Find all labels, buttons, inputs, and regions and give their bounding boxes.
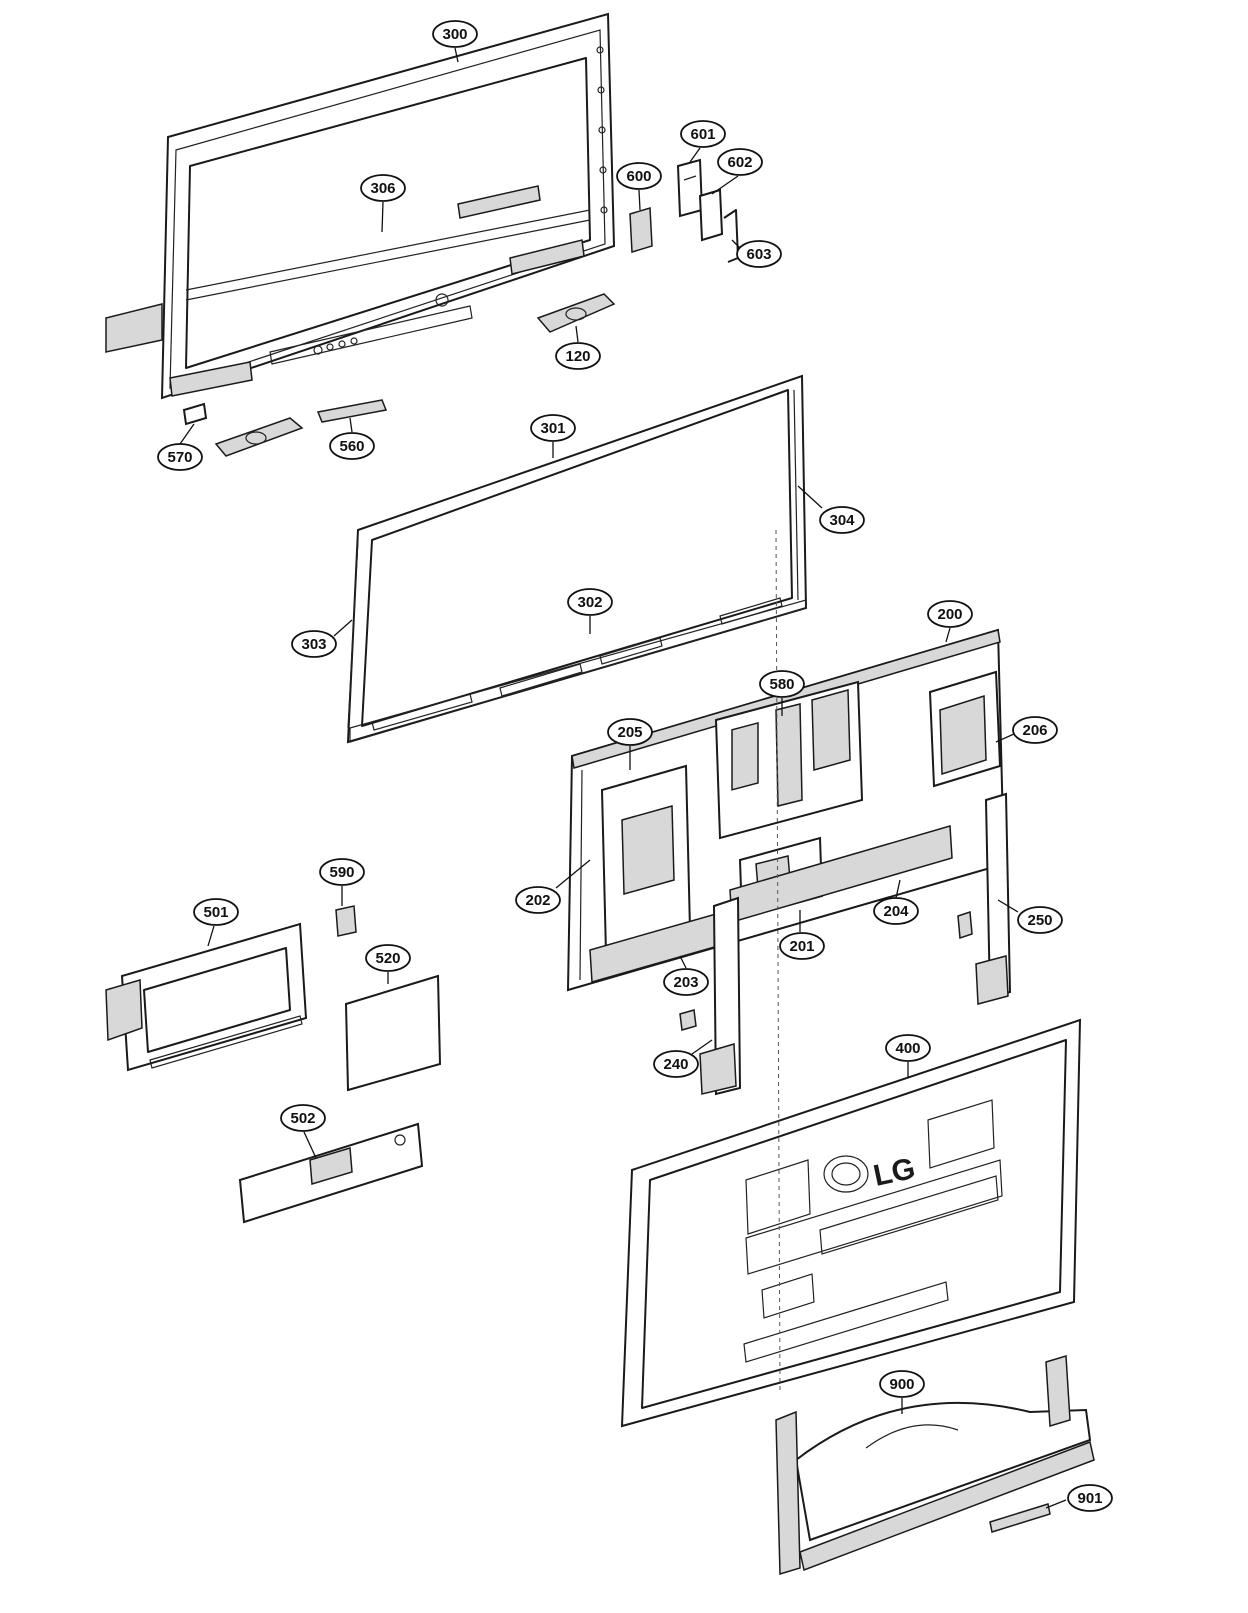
svg-text:300: 300: [442, 26, 467, 43]
board-601: [676, 158, 704, 218]
cover-901: [989, 1503, 1051, 1533]
svg-text:204: 204: [883, 903, 909, 920]
svg-text:580: 580: [769, 676, 794, 693]
svg-text:570: 570: [167, 449, 192, 466]
svg-text:901: 901: [1077, 1490, 1102, 1507]
front-bezel-300: [105, 12, 616, 400]
callout-520: 520: [365, 944, 411, 972]
callout-400: 400: [885, 1034, 931, 1062]
callout-602: 602: [717, 148, 763, 176]
svg-text:400: 400: [895, 1040, 920, 1057]
svg-text:203: 203: [673, 974, 698, 991]
callout-203: 203: [663, 968, 709, 996]
stand-900: [775, 1355, 1095, 1576]
inner-frame-301: [346, 374, 808, 744]
svg-text:600: 600: [626, 168, 651, 185]
svg-text:602: 602: [727, 154, 752, 171]
svg-text:200: 200: [937, 606, 962, 623]
callout-302: 302: [567, 588, 613, 616]
callout-300: 300: [432, 20, 478, 48]
speaker-right-120: [536, 293, 616, 333]
callout-570: 570: [157, 443, 203, 471]
svg-text:560: 560: [339, 438, 364, 455]
callout-120: 120: [555, 342, 601, 370]
callout-202: 202: [515, 886, 561, 914]
callout-240: 240: [653, 1050, 699, 1078]
callout-204: 204: [873, 897, 919, 925]
svg-text:120: 120: [565, 348, 590, 365]
bracket-600: [629, 207, 653, 253]
bracket-240: [699, 896, 742, 1096]
main-chassis-200: [566, 628, 1006, 992]
svg-text:501: 501: [203, 904, 228, 921]
callout-200: 200: [927, 600, 973, 628]
svg-text:601: 601: [690, 126, 715, 143]
bracket-250: [975, 792, 1012, 1005]
board-502: [238, 1122, 424, 1224]
bracket-570: [182, 402, 208, 426]
svg-text:590: 590: [329, 864, 354, 881]
callout-501: 501: [193, 898, 239, 926]
bracket-602: [698, 188, 724, 242]
callout-601: 601: [680, 120, 726, 148]
sheet-520: [344, 974, 442, 1092]
svg-text:603: 603: [746, 246, 771, 263]
svg-text:202: 202: [525, 892, 550, 909]
bracket-501: [105, 922, 308, 1072]
callout-206: 206: [1012, 716, 1058, 744]
svg-text:201: 201: [789, 938, 814, 955]
clip-right: [957, 910, 973, 940]
part-590: [335, 905, 357, 937]
callout-304: 304: [819, 506, 865, 534]
svg-text:206: 206: [1022, 722, 1047, 739]
callout-900: 900: [879, 1370, 925, 1398]
callout-901: 901: [1067, 1484, 1113, 1512]
svg-text:303: 303: [301, 636, 326, 653]
svg-text:304: 304: [829, 512, 855, 529]
callout-303: 303: [291, 630, 337, 658]
callout-603: 603: [736, 240, 782, 268]
svg-text:502: 502: [290, 1110, 315, 1127]
callout-205: 205: [607, 718, 653, 746]
svg-text:250: 250: [1027, 912, 1052, 929]
svg-text:302: 302: [577, 594, 602, 611]
callout-306: 306: [360, 174, 406, 202]
svg-text:205: 205: [617, 724, 642, 741]
svg-text:301: 301: [540, 420, 565, 437]
callout-250: 250: [1017, 906, 1063, 934]
callout-600: 600: [616, 162, 662, 190]
speaker-left: [214, 417, 304, 457]
callout-580: 580: [759, 670, 805, 698]
callout-201: 201: [779, 932, 825, 960]
clip-left: [679, 1009, 697, 1031]
callout-560: 560: [329, 432, 375, 460]
svg-text:240: 240: [663, 1056, 688, 1073]
back-cover-400: [620, 529, 1082, 1428]
svg-text:520: 520: [375, 950, 400, 967]
callout-301: 301: [530, 414, 576, 442]
callout-502: 502: [280, 1104, 326, 1132]
svg-text:306: 306: [370, 180, 395, 197]
svg-text:900: 900: [889, 1376, 914, 1393]
strip-560: [316, 399, 388, 423]
callout-590: 590: [319, 858, 365, 886]
leader-lines: [179, 47, 1067, 1509]
cable-603: [723, 209, 739, 263]
